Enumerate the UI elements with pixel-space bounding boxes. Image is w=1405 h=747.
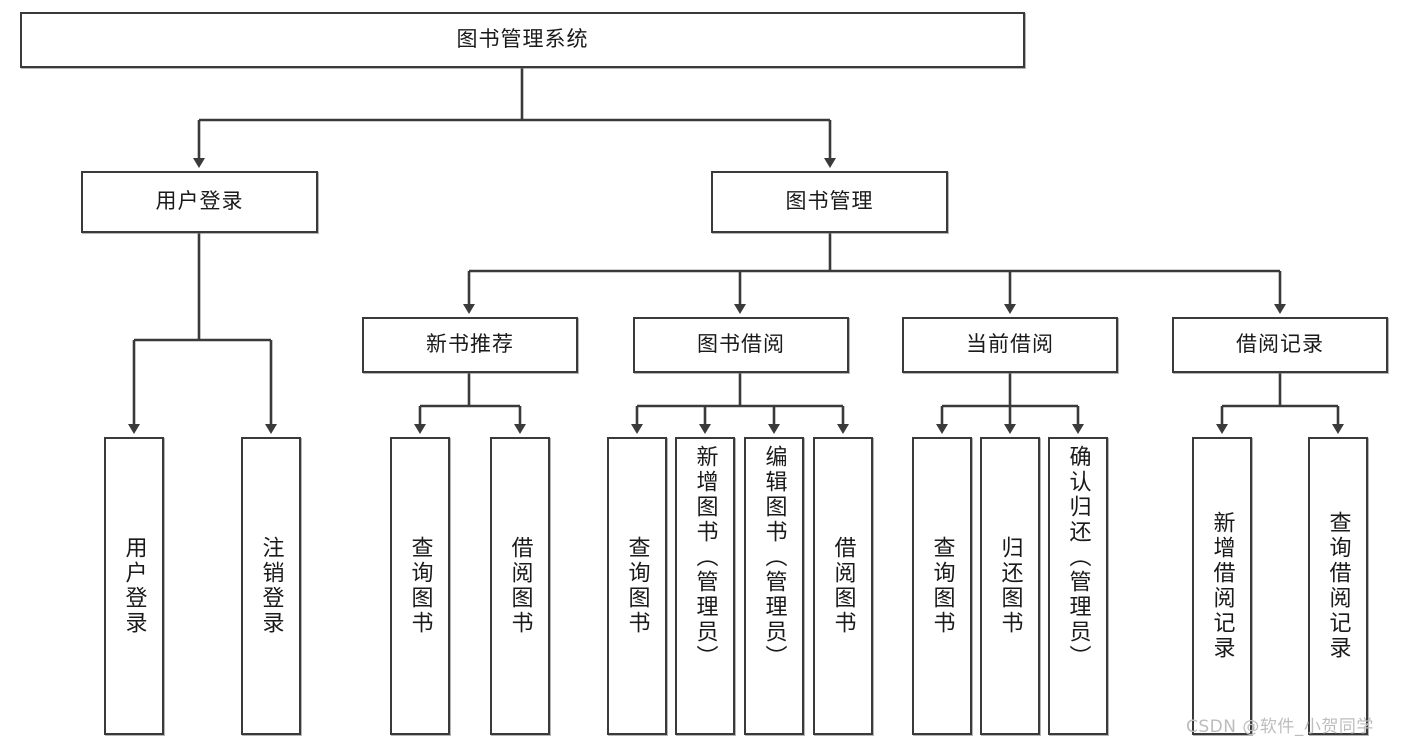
leaf-confirm-return-admin[interactable]: 确认归还（管理员） xyxy=(1048,437,1108,735)
leaf-return-book-label: 归还图书 xyxy=(997,536,1023,636)
leaf-borrow-book-new[interactable]: 借阅图书 xyxy=(490,437,550,735)
leaf-query-book-new[interactable]: 查询图书 xyxy=(390,437,450,735)
leaf-return-book[interactable]: 归还图书 xyxy=(980,437,1040,735)
leaf-edit-book-admin[interactable]: 编辑图书（管理员） xyxy=(744,437,804,735)
node-user-login-label: 用户登录 xyxy=(155,189,244,214)
node-root-label: 图书管理系统 xyxy=(456,27,589,52)
leaf-borrow-book[interactable]: 借阅图书 xyxy=(813,437,873,735)
leaf-query-borrow-record-label: 查询借阅记录 xyxy=(1325,511,1351,661)
node-book-management-label: 图书管理 xyxy=(785,189,874,214)
node-borrow-record[interactable]: 借阅记录 xyxy=(1172,317,1388,373)
leaf-logout-label: 注销登录 xyxy=(258,536,284,636)
leaf-add-book-admin-label: 新增图书（管理员） xyxy=(692,445,718,670)
node-borrow-record-label: 借阅记录 xyxy=(1236,332,1324,357)
leaf-user-login-label: 用户登录 xyxy=(121,536,147,636)
leaf-add-borrow-record[interactable]: 新增借阅记录 xyxy=(1192,437,1252,735)
leaf-add-borrow-record-label: 新增借阅记录 xyxy=(1209,511,1235,661)
node-root[interactable]: 图书管理系统 xyxy=(20,12,1025,68)
node-book-borrow[interactable]: 图书借阅 xyxy=(633,317,849,373)
leaf-logout[interactable]: 注销登录 xyxy=(241,437,301,735)
leaf-add-book-admin[interactable]: 新增图书（管理员） xyxy=(675,437,735,735)
leaf-user-login[interactable]: 用户登录 xyxy=(104,437,164,735)
leaf-edit-book-admin-label: 编辑图书（管理员） xyxy=(761,445,787,670)
leaf-borrow-book-label: 借阅图书 xyxy=(830,536,856,636)
node-user-login[interactable]: 用户登录 xyxy=(81,171,318,233)
node-new-book-recommend-label: 新书推荐 xyxy=(426,332,514,357)
leaf-query-book-current-label: 查询图书 xyxy=(929,536,955,636)
node-book-management[interactable]: 图书管理 xyxy=(711,171,948,233)
leaf-query-book-new-label: 查询图书 xyxy=(407,536,433,636)
leaf-query-book-borrow-label: 查询图书 xyxy=(624,536,650,636)
leaf-borrow-book-new-label: 借阅图书 xyxy=(507,536,533,636)
node-new-book-recommend[interactable]: 新书推荐 xyxy=(362,317,578,373)
node-book-borrow-label: 图书借阅 xyxy=(697,332,785,357)
node-current-borrow-label: 当前借阅 xyxy=(966,332,1054,357)
node-current-borrow[interactable]: 当前借阅 xyxy=(902,317,1118,373)
leaf-query-book-borrow[interactable]: 查询图书 xyxy=(607,437,667,735)
leaf-confirm-return-admin-label: 确认归还（管理员） xyxy=(1065,445,1091,670)
leaf-query-book-current[interactable]: 查询图书 xyxy=(912,437,972,735)
csdn-watermark: CSDN @软件_小贺同学 xyxy=(1186,717,1374,737)
leaf-query-borrow-record[interactable]: 查询借阅记录 xyxy=(1308,437,1368,735)
